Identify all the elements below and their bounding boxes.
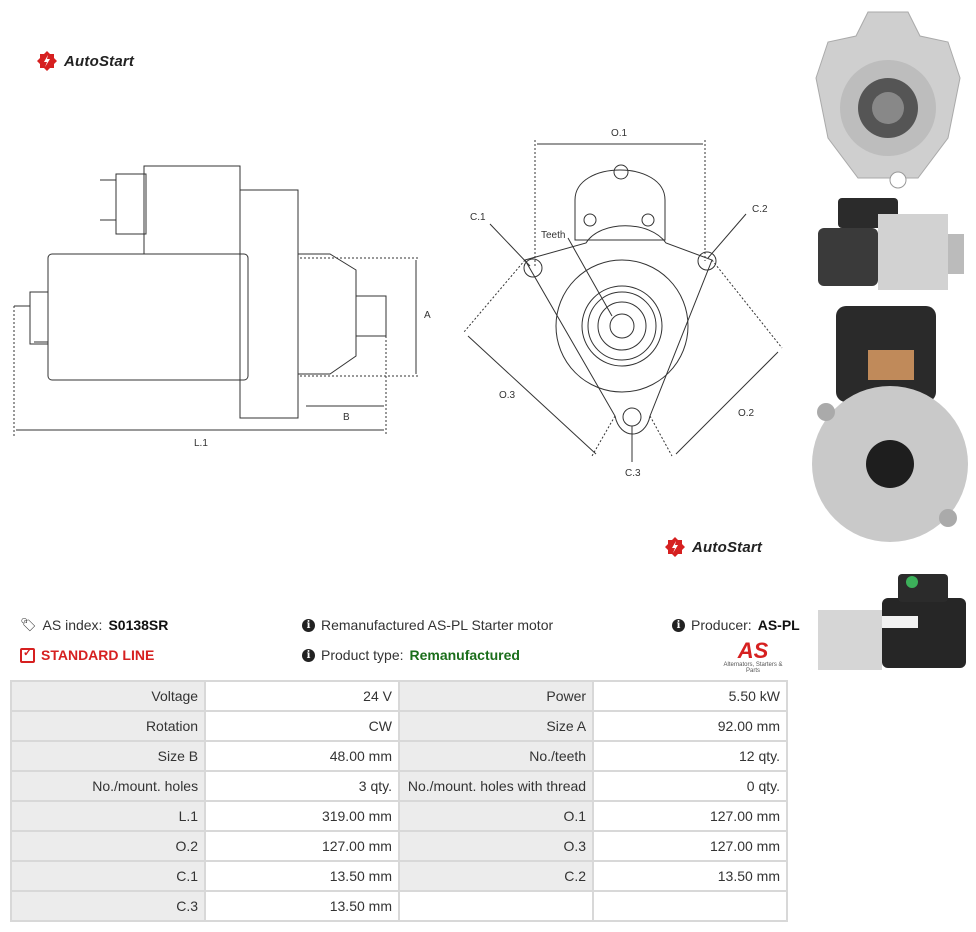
brand-name: AutoStart [64,52,135,70]
spec-value-cell: 319.00 mm [204,800,400,832]
product-photo-side-2[interactable] [808,570,968,674]
as-index-value: S0138SR [108,617,169,633]
label-c1: C.1 [470,212,486,223]
label-o2: O.2 [738,408,755,419]
description-row: i Remanufactured AS-PL Starter motor [302,617,553,633]
spec-label-cell: Size A [397,710,595,742]
spec-value-cell: 13.50 mm [204,860,400,892]
producer-tagline: Alternators, Starters & Parts [723,662,783,674]
label-c3: C.3 [625,468,641,479]
spec-value-cell: 3 qty. [204,770,400,802]
product-type-label: Product type: [321,647,404,663]
as-index-row: 🏷 AS index: S0138SR [20,617,168,633]
label-o3: O.3 [499,390,516,401]
label-teeth: Teeth [541,230,565,241]
spec-label-cell: C.1 [9,860,207,892]
spec-label-cell: O.2 [9,830,207,862]
spec-value-cell: 127.00 mm [592,800,788,832]
info-icon: i [302,618,315,632]
spec-label-cell: Size B [9,740,207,772]
label-l1: L.1 [194,438,208,449]
label-b: B [343,412,350,423]
product-type-value: Remanufactured [409,647,520,663]
tags-icon: 🏷 [20,617,37,632]
front-flange-outline [524,225,713,435]
spec-value-cell [592,890,788,922]
spec-value-cell: CW [204,710,400,742]
motor-body [47,253,249,381]
spec-label-cell: Power [397,680,595,712]
standard-line-row: ✓ STANDARD LINE [20,647,154,663]
spec-value-cell: 127.00 mm [592,830,788,862]
spec-value-cell: 127.00 mm [204,830,400,862]
spec-label-cell: L.1 [9,800,207,832]
label-a: A [424,310,431,321]
label-c2: C.2 [752,204,768,215]
spec-label-cell: No./mount. holes [9,770,207,802]
info-icon: i [672,618,685,632]
brand-logo-top: AutoStart [36,50,134,72]
producer-label: Producer: [691,617,752,633]
technical-drawing: L.1 A B O.1 O.3 O.2 C.1 C.2 C.3 Teeth [13,128,783,479]
spec-label-cell: O.1 [397,800,595,832]
info-icon: i [302,648,315,662]
standard-line-label: STANDARD LINE [41,647,155,663]
producer-value: AS-PL [757,617,800,633]
as-index-label: AS index: [42,617,103,633]
spec-label-cell: C.3 [9,890,207,922]
spec-label-cell: O.3 [397,830,595,862]
spec-label-cell [397,890,595,922]
check-square-icon: ✓ [20,647,35,663]
brand-logo-mid: AutoStart [664,536,762,558]
label-o1: O.1 [611,128,628,139]
spec-value-cell: 13.50 mm [592,860,788,892]
product-photo-front[interactable] [808,8,968,192]
spec-value-cell: 24 V [204,680,400,712]
spec-value-cell: 13.50 mm [204,890,400,922]
product-photo-rear[interactable] [806,300,970,556]
spec-label-cell: Rotation [9,710,207,742]
spec-value-cell: 92.00 mm [592,710,788,742]
spec-label-cell: Voltage [9,680,207,712]
mounting-flange [239,189,299,419]
brand-name-mid: AutoStart [692,538,763,556]
spec-label-cell: No./teeth [397,740,595,772]
producer-logo: AS Alternators, Starters & Parts [716,638,790,675]
spec-value-cell: 0 qty. [592,770,788,802]
spec-label-cell: C.2 [397,860,595,892]
solenoid [143,165,241,255]
autostart-logo-icon [37,51,57,71]
spec-value-cell: 12 qty. [592,740,788,772]
spec-value-cell: 5.50 kW [592,680,788,712]
spec-value-cell: 48.00 mm [204,740,400,772]
product-description: Remanufactured AS-PL Starter motor [321,617,554,633]
product-type-row: i Product type: Remanufactured [302,647,520,663]
producer-row: i Producer: AS-PL [672,617,800,633]
product-photo-side[interactable] [808,194,968,294]
autostart-logo-icon [665,537,685,557]
producer-logo-mark: AS [737,638,769,663]
spec-label-cell: No./mount. holes with thread [397,770,595,802]
